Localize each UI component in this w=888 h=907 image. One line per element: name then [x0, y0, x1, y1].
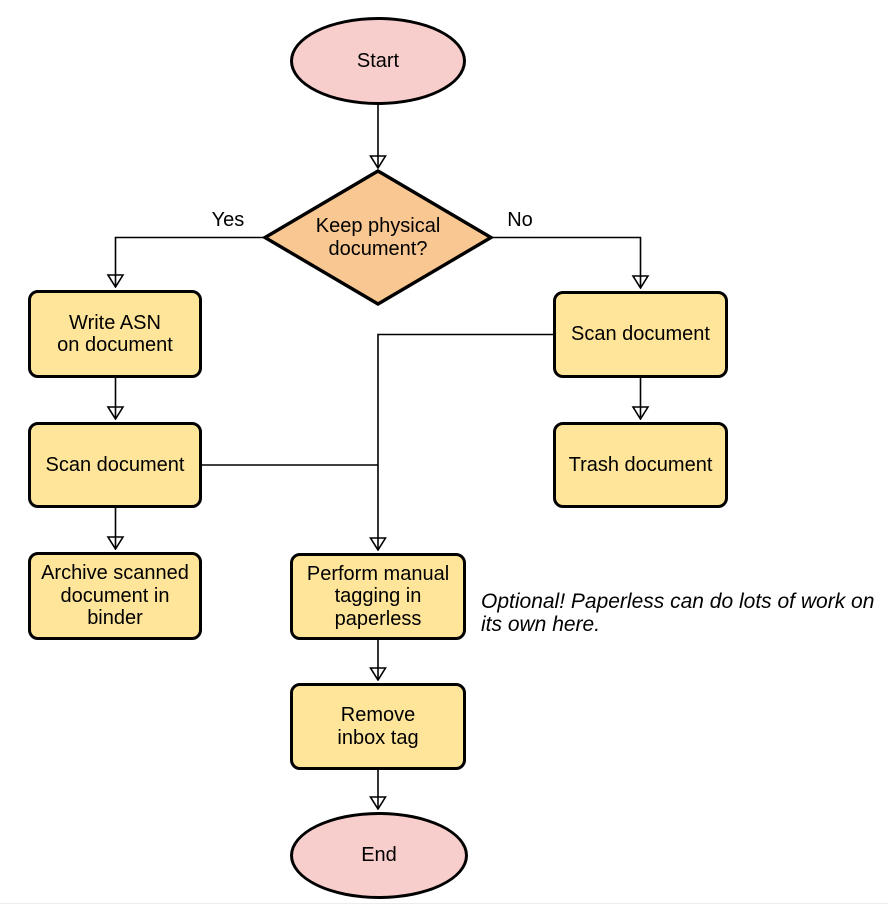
- label-line: Scan document: [571, 323, 710, 346]
- annotation-note: Optional! Paperless can do lots of work …: [481, 590, 885, 636]
- label-line: Start: [356, 49, 400, 72]
- node-write-asn-label: Write ASN on document: [57, 312, 173, 357]
- edge-decision-no-to-scan: [491, 236, 641, 289]
- node-start: Start: [290, 17, 466, 105]
- edge-decision-yes-to-write-asn: [116, 236, 265, 288]
- node-scan-document-right: Scan document: [553, 291, 728, 378]
- label-line: Remove: [340, 704, 416, 726]
- yes-label: Yes: [211, 209, 245, 231]
- node-archive-label: Archive scanned document in binder: [41, 562, 189, 630]
- label-line: paperless: [334, 607, 422, 630]
- decision-diamond-shape: [261, 169, 495, 306]
- label-line: binder: [87, 607, 143, 630]
- label-line: inbox tag: [337, 726, 419, 749]
- label-line: End: [361, 844, 397, 867]
- annotation-line: its own here.: [481, 613, 601, 636]
- node-trash-label: Trash document: [569, 454, 713, 477]
- label-line: Keep physical: [315, 215, 441, 237]
- label-line: Perform manual: [306, 562, 450, 585]
- node-end-label: End: [361, 844, 397, 867]
- node-trash-document: Trash document: [553, 422, 728, 508]
- label-line: document?: [328, 237, 428, 260]
- node-perform-tagging: Perform manual tagging in paperless: [290, 553, 466, 640]
- label-line: tagging in: [334, 585, 422, 608]
- node-end: End: [290, 812, 468, 899]
- no-label: No: [507, 209, 533, 231]
- node-scan-document-left: Scan document: [28, 422, 202, 508]
- node-write-asn: Write ASN on document: [28, 290, 202, 378]
- bottom-divider: [0, 903, 888, 904]
- node-archive-binder: Archive scanned document in binder: [28, 552, 202, 640]
- node-remove-inbox-tag-label: Remove inbox tag: [337, 704, 418, 749]
- label-line: Trash document: [568, 453, 713, 476]
- node-scan-right-label: Scan document: [571, 323, 710, 346]
- node-start-label: Start: [357, 50, 399, 73]
- label-line: Scan document: [45, 453, 185, 476]
- node-scan-left-label: Scan document: [46, 454, 185, 477]
- edge-scan-right-to-perform-tagging: [378, 333, 553, 551]
- annotation-line: Optional! Paperless can do lots of work …: [481, 590, 875, 613]
- label-line: document in: [60, 584, 170, 607]
- label-line: on document: [57, 334, 173, 356]
- node-remove-inbox-tag: Remove inbox tag: [290, 683, 466, 770]
- label-line: Archive scanned: [41, 562, 189, 585]
- node-perform-tagging-label: Perform manual tagging in paperless: [307, 563, 449, 631]
- label-line: Write ASN: [69, 311, 161, 334]
- node-decision-label: Keep physical document?: [283, 215, 473, 260]
